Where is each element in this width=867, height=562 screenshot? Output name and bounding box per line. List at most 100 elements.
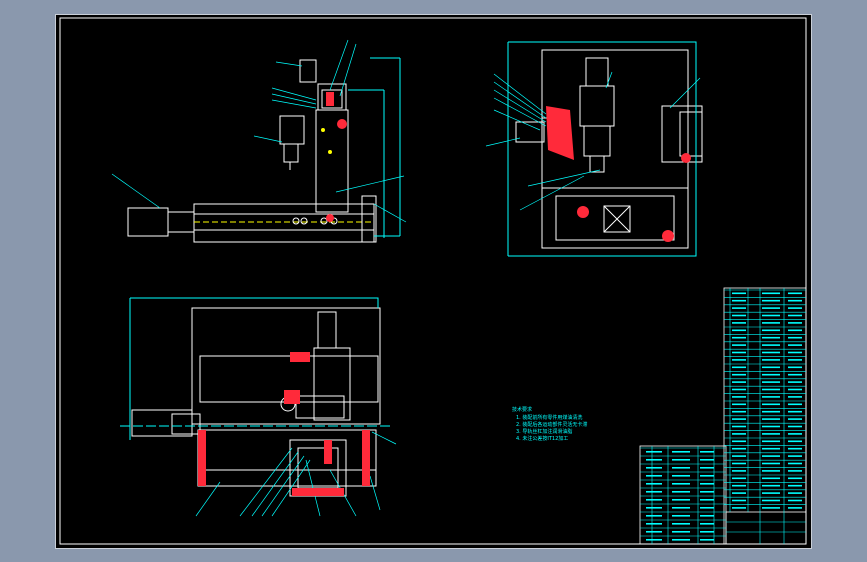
table-cell-text bbox=[732, 462, 746, 465]
table-cell-text bbox=[788, 366, 802, 369]
technical-notes: 技术要求 1. 装配前所有零件用煤油清洗 2. 装配后各运动部件灵活无卡滞 3.… bbox=[512, 406, 587, 442]
table-cell-text bbox=[788, 470, 802, 472]
table-cell-text bbox=[762, 366, 780, 369]
table-cell-text bbox=[762, 388, 780, 391]
inner-border bbox=[59, 17, 807, 545]
table-cell-text bbox=[762, 307, 780, 309]
table-cell-text bbox=[700, 523, 714, 525]
table-cell-text bbox=[732, 336, 746, 339]
table-cell-text bbox=[672, 483, 690, 485]
table-cell-text bbox=[732, 425, 746, 428]
table-cell-text bbox=[700, 451, 714, 453]
table-cell-text bbox=[672, 451, 690, 453]
table-cell-text bbox=[788, 492, 802, 494]
table-cell-text bbox=[762, 381, 780, 383]
table-cell-text bbox=[732, 396, 746, 398]
table-cell-text bbox=[762, 336, 780, 339]
side-view bbox=[485, 41, 703, 257]
table-cell-text bbox=[788, 388, 802, 391]
table-cell-text bbox=[732, 499, 746, 502]
table-cell-text bbox=[788, 433, 802, 435]
top-frame bbox=[191, 307, 381, 425]
table-cell-text bbox=[672, 491, 690, 493]
table-cell-text bbox=[788, 484, 802, 487]
table-cell-text bbox=[732, 381, 746, 383]
table-cell-text bbox=[700, 475, 714, 477]
table-cell-text bbox=[762, 440, 780, 443]
table-cell-text bbox=[788, 440, 802, 443]
table-cell-text bbox=[788, 359, 802, 361]
table-cell-text bbox=[762, 292, 780, 295]
table-cell-text bbox=[788, 314, 802, 317]
table-cell-text bbox=[732, 314, 746, 317]
side-spindle bbox=[585, 57, 609, 87]
table-cell-text bbox=[732, 403, 746, 406]
top-motor bbox=[317, 311, 337, 349]
table-cell-text bbox=[788, 322, 802, 324]
table-cell-text bbox=[732, 366, 746, 369]
table-cell-text bbox=[672, 507, 690, 509]
table-cell-text bbox=[762, 455, 780, 457]
note-line: 2. 装配后各运动部件灵活无卡滞 bbox=[516, 421, 587, 428]
table-cell-text bbox=[788, 425, 802, 428]
table-cell-text bbox=[732, 477, 746, 480]
table-cell-text bbox=[762, 322, 780, 324]
table-cell-text bbox=[732, 484, 746, 487]
front-view-highlights bbox=[326, 92, 347, 222]
table-cell-text bbox=[788, 499, 802, 502]
table-cell-text bbox=[732, 322, 746, 324]
table-cell-text bbox=[646, 515, 662, 517]
table-cell-text bbox=[788, 351, 802, 354]
table-cell-text bbox=[732, 470, 746, 472]
table-cell-text bbox=[788, 396, 802, 398]
table-cell-text bbox=[646, 475, 662, 477]
table-cell-text bbox=[700, 531, 714, 533]
table-cell-text bbox=[762, 410, 780, 413]
table-cell-text bbox=[788, 292, 802, 295]
table-cell-text bbox=[700, 507, 714, 509]
table-cell-text bbox=[672, 459, 690, 461]
table-cell-text bbox=[646, 459, 662, 461]
table-cell-text bbox=[672, 515, 690, 517]
table-cell-text bbox=[788, 403, 802, 406]
table-cell-text bbox=[700, 491, 714, 493]
table-cell-text bbox=[762, 484, 780, 487]
table-cell-text bbox=[788, 381, 802, 383]
table-cell-text bbox=[732, 373, 746, 376]
table-cell-text bbox=[788, 373, 802, 376]
table-cell-text bbox=[762, 499, 780, 502]
front-view bbox=[111, 39, 407, 243]
table-cell-text bbox=[732, 359, 746, 361]
table-cell-text bbox=[762, 351, 780, 354]
spindle bbox=[299, 59, 317, 83]
table-cell-text bbox=[646, 531, 662, 533]
table-cell-text bbox=[762, 433, 780, 435]
table-cell-text bbox=[646, 467, 662, 469]
table-cell-text bbox=[762, 373, 780, 376]
table-cell-text bbox=[732, 492, 746, 494]
table-cell-text bbox=[788, 507, 802, 509]
table-cell-text bbox=[762, 470, 780, 472]
parts-list-text bbox=[646, 292, 802, 541]
table-cell-text bbox=[788, 336, 802, 339]
table-cell-text bbox=[762, 314, 780, 317]
notes-title: 技术要求 bbox=[512, 406, 532, 413]
table-cell-text bbox=[788, 410, 802, 413]
table-cell-text bbox=[762, 477, 780, 480]
table-cell-text bbox=[732, 418, 746, 420]
table-cell-text bbox=[788, 418, 802, 420]
table-cell-text bbox=[762, 299, 780, 302]
table-cell-text bbox=[762, 447, 780, 450]
table-cell-text bbox=[672, 531, 690, 533]
table-cell-text bbox=[646, 523, 662, 525]
table-cell-text bbox=[700, 467, 714, 469]
table-cell-text bbox=[646, 507, 662, 509]
table-cell-text bbox=[700, 515, 714, 517]
table-cell-text bbox=[732, 299, 746, 302]
table-cell-text bbox=[732, 388, 746, 391]
base-rail bbox=[193, 203, 375, 243]
x-motor bbox=[127, 207, 169, 237]
table-cell-text bbox=[762, 329, 780, 332]
table-cell-text bbox=[762, 418, 780, 420]
